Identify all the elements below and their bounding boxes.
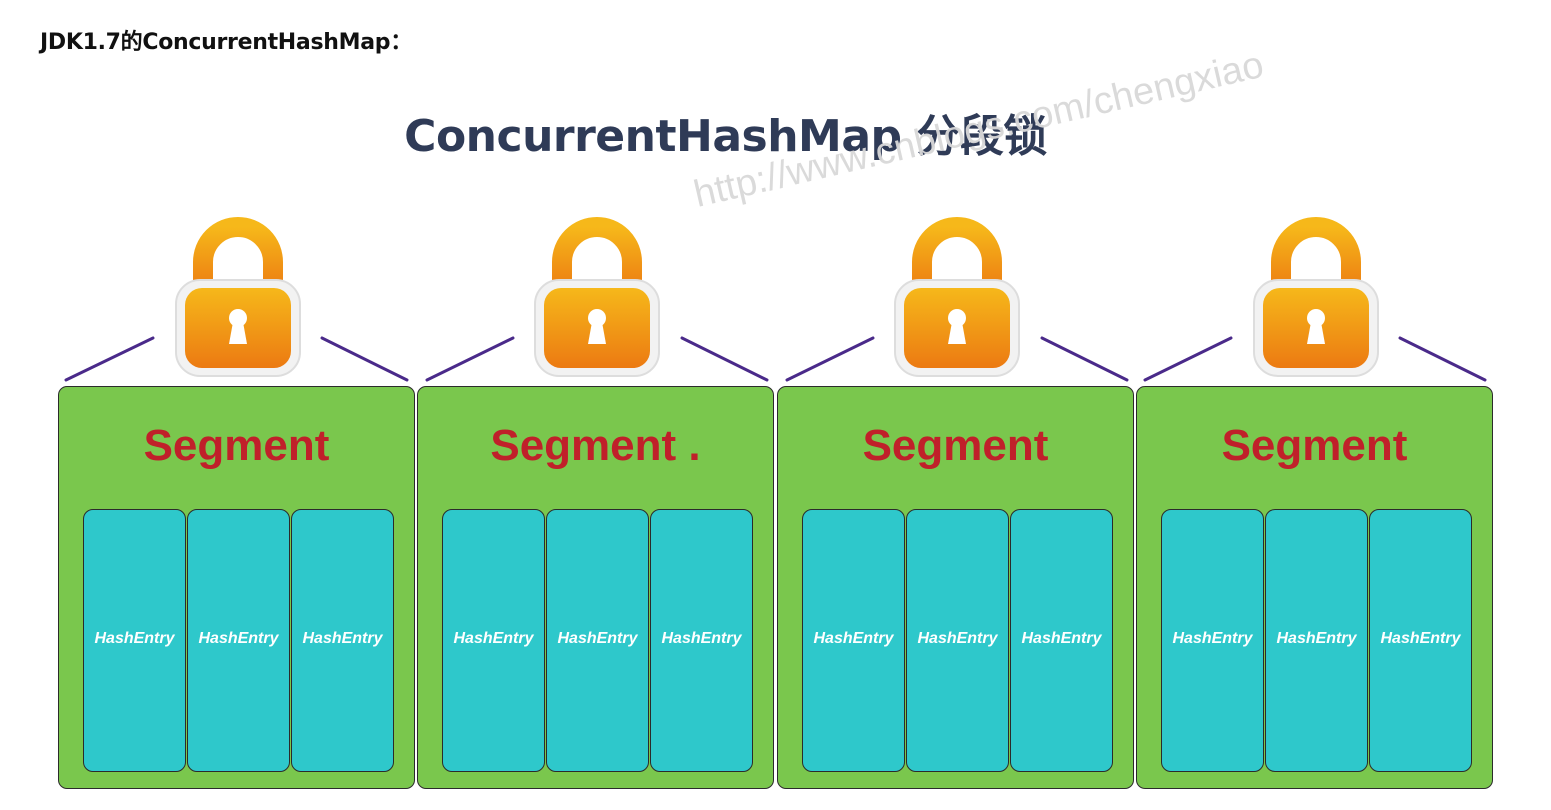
hash-entry: HashEntry	[83, 509, 186, 772]
hash-entry-label: HashEntry	[557, 630, 638, 647]
connector-line	[785, 336, 875, 382]
segment-box: Segment HashEntry HashEntry HashEntry	[1136, 386, 1493, 789]
hash-entry-label: HashEntry	[94, 630, 175, 647]
hash-entry: HashEntry	[650, 509, 753, 772]
hash-entry: HashEntry	[442, 509, 545, 772]
padlock-icon	[534, 210, 660, 377]
connector-line	[1398, 336, 1487, 382]
segment-box: Segment . HashEntry HashEntry HashEntry	[417, 386, 774, 789]
hash-entry-label: HashEntry	[1380, 630, 1461, 647]
page-heading: JDK1.7的ConcurrentHashMap：	[40, 30, 412, 55]
segment-box: Segment HashEntry HashEntry HashEntry	[777, 386, 1134, 789]
segment-label: Segment	[862, 421, 1049, 470]
connector-line	[680, 336, 769, 382]
segment-box: Segment HashEntry HashEntry HashEntry	[58, 386, 415, 789]
hash-entry-label: HashEntry	[198, 630, 279, 647]
segment-label: Segment .	[490, 421, 701, 470]
hash-entry-label: HashEntry	[1172, 630, 1253, 647]
padlock-icon	[175, 210, 301, 377]
hash-entry-label: HashEntry	[1021, 630, 1102, 647]
hash-entry: HashEntry	[1265, 509, 1368, 772]
hash-entry: HashEntry	[1010, 509, 1113, 772]
segment-label: Segment	[143, 421, 330, 470]
hash-entry: HashEntry	[802, 509, 905, 772]
connector-line	[1040, 336, 1129, 382]
connector-line	[425, 336, 515, 382]
hash-entry-label: HashEntry	[813, 630, 894, 647]
padlock-icon	[894, 210, 1020, 377]
hash-entry: HashEntry	[1161, 509, 1264, 772]
hash-entry: HashEntry	[187, 509, 290, 772]
segment-label: Segment	[1221, 421, 1408, 470]
hash-entry-label: HashEntry	[302, 630, 383, 647]
hash-entry-label: HashEntry	[661, 630, 742, 647]
padlock-icon	[1253, 210, 1379, 377]
connector-line	[320, 336, 409, 382]
hash-entry: HashEntry	[546, 509, 649, 772]
hash-entry: HashEntry	[906, 509, 1009, 772]
hash-entry-label: HashEntry	[917, 630, 998, 647]
hash-entry-label: HashEntry	[1276, 630, 1357, 647]
hash-entry: HashEntry	[1369, 509, 1472, 772]
connector-line	[1143, 336, 1233, 382]
connector-line	[64, 336, 155, 382]
diagram-title: ConcurrentHashMap 分段锁	[404, 111, 1047, 162]
hash-entry-label: HashEntry	[453, 630, 534, 647]
hash-entry: HashEntry	[291, 509, 394, 772]
